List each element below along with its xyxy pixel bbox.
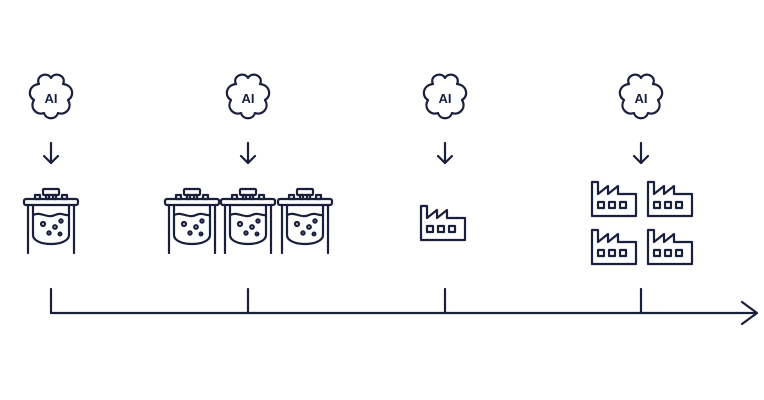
ai-brain-icon: AI — [225, 73, 271, 120]
down-arrow-icon — [239, 141, 257, 165]
bioreactor-icon — [219, 187, 277, 255]
factory-icon — [590, 228, 638, 266]
ai-label: AI — [635, 91, 648, 106]
stage-2: AI — [163, 73, 334, 255]
ai-brain-icon: AI — [28, 73, 74, 120]
factory-icon — [646, 180, 694, 218]
ai-brain-icon: AI — [618, 73, 664, 120]
down-arrow-icon — [436, 141, 454, 165]
stage-1: AI — [22, 73, 80, 255]
bioreactor-icon — [22, 187, 80, 255]
stage-3: AI — [419, 73, 468, 242]
factory-icon — [646, 228, 694, 266]
ai-brain-icon: AI — [422, 73, 468, 120]
factory-icon — [590, 180, 638, 218]
ai-label: AI — [242, 91, 255, 106]
bioreactor-icon — [163, 187, 221, 255]
timeline-axis — [49, 287, 759, 326]
ai-label: AI — [439, 91, 452, 106]
bioreactor-icon — [276, 187, 334, 255]
down-arrow-icon — [42, 141, 60, 165]
ai-label: AI — [45, 91, 58, 106]
arrow-head-icon — [740, 300, 759, 326]
down-arrow-icon — [632, 141, 650, 165]
factory-icon — [419, 204, 467, 242]
stage-4: AI — [590, 73, 694, 266]
